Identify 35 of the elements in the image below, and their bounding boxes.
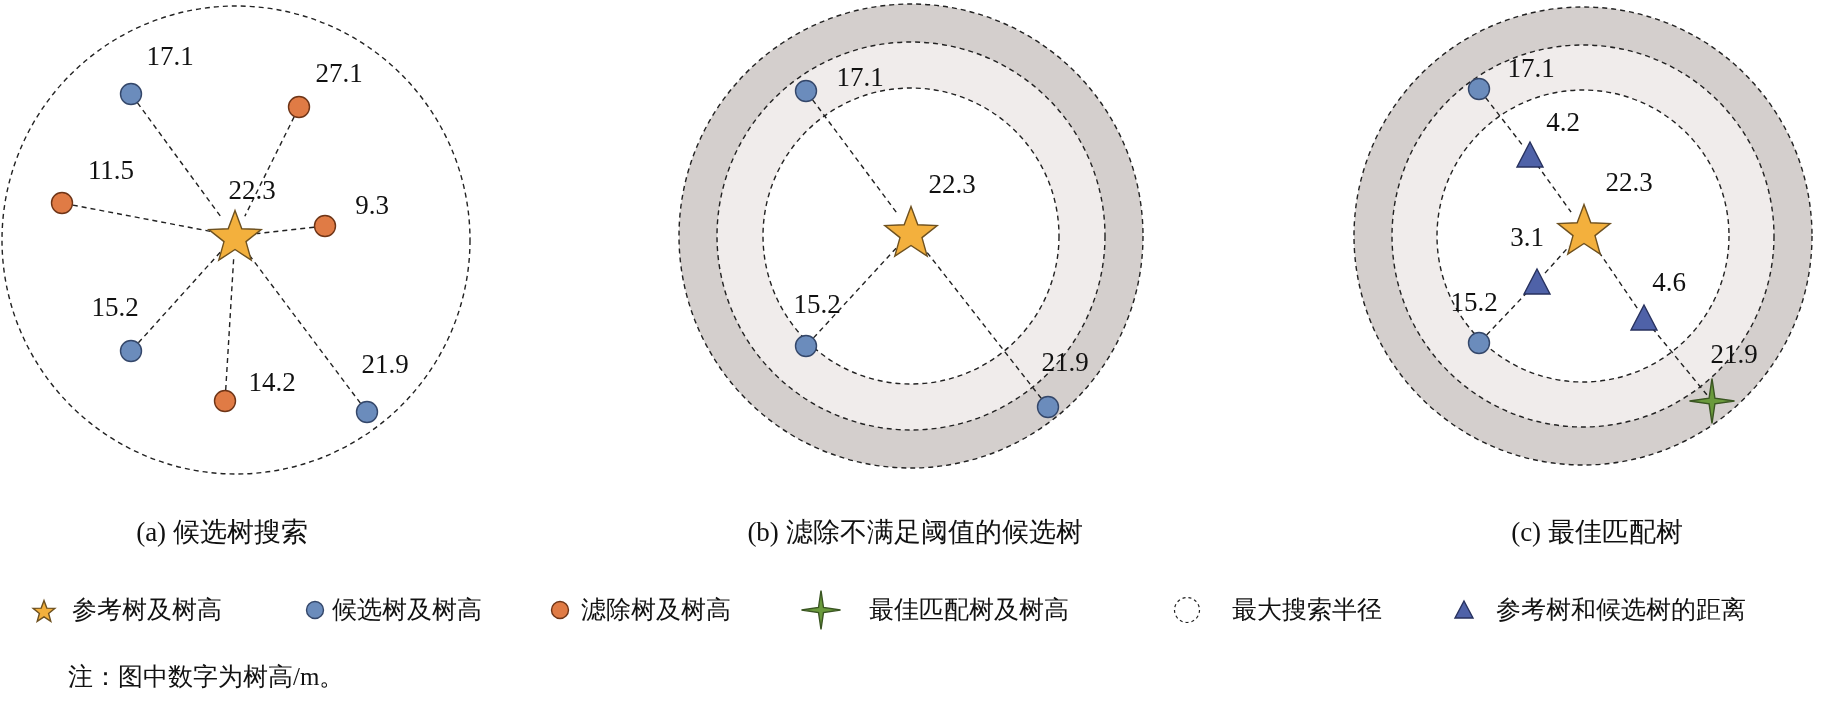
legend-label: 最佳匹配树及树高 (869, 595, 1069, 625)
dashed-connector (256, 226, 315, 235)
panel-caption: (b) 滤除不满足阈值的候选树 (747, 518, 1083, 546)
legend-label: 候选树及树高 (332, 595, 482, 625)
tree-height-label: 11.5 (87, 156, 135, 184)
tree-height-label: 15.2 (91, 293, 139, 321)
note-text: 注：图中数字为树高/m。 (68, 662, 345, 692)
tree-height-label: 22.3 (228, 176, 276, 204)
panel-caption: (c) 最佳匹配树 (1511, 518, 1683, 546)
legend-label: 参考树和候选树的距离 (1496, 595, 1746, 625)
tree-height-label: 17.1 (1507, 54, 1555, 82)
tree-height-label: 15.2 (1450, 288, 1498, 316)
legend-label: 滤除树及树高 (581, 595, 731, 625)
dashed-connector (812, 247, 897, 339)
distance-label: 4.6 (1652, 268, 1686, 296)
tree-height-label: 21.9 (1710, 340, 1758, 368)
tree-height-label: 27.1 (315, 59, 363, 87)
dashed-connector (137, 251, 221, 344)
tree-height-label: 17.1 (146, 42, 194, 70)
tree-height-label: 9.3 (355, 191, 389, 219)
legend-label: 参考树及树高 (72, 595, 222, 625)
distance-label: 3.1 (1510, 223, 1544, 251)
tree-height-label: 22.3 (1605, 168, 1653, 196)
dashed-connector (244, 116, 295, 217)
tree-height-label: 17.1 (836, 63, 884, 91)
dashed-connector (136, 102, 223, 219)
tree-height-label: 14.2 (248, 368, 296, 396)
legend-label: 最大搜索半径 (1232, 595, 1382, 625)
tree-height-label: 21.9 (1041, 348, 1089, 376)
distance-label: 4.2 (1546, 108, 1580, 136)
dashed-connector (225, 257, 235, 391)
tree-height-label: 22.3 (928, 170, 976, 198)
tree-height-label: 15.2 (793, 290, 841, 318)
tree-height-label: 21.9 (361, 350, 409, 378)
panel-caption: (a) 候选树搜索 (136, 518, 308, 546)
